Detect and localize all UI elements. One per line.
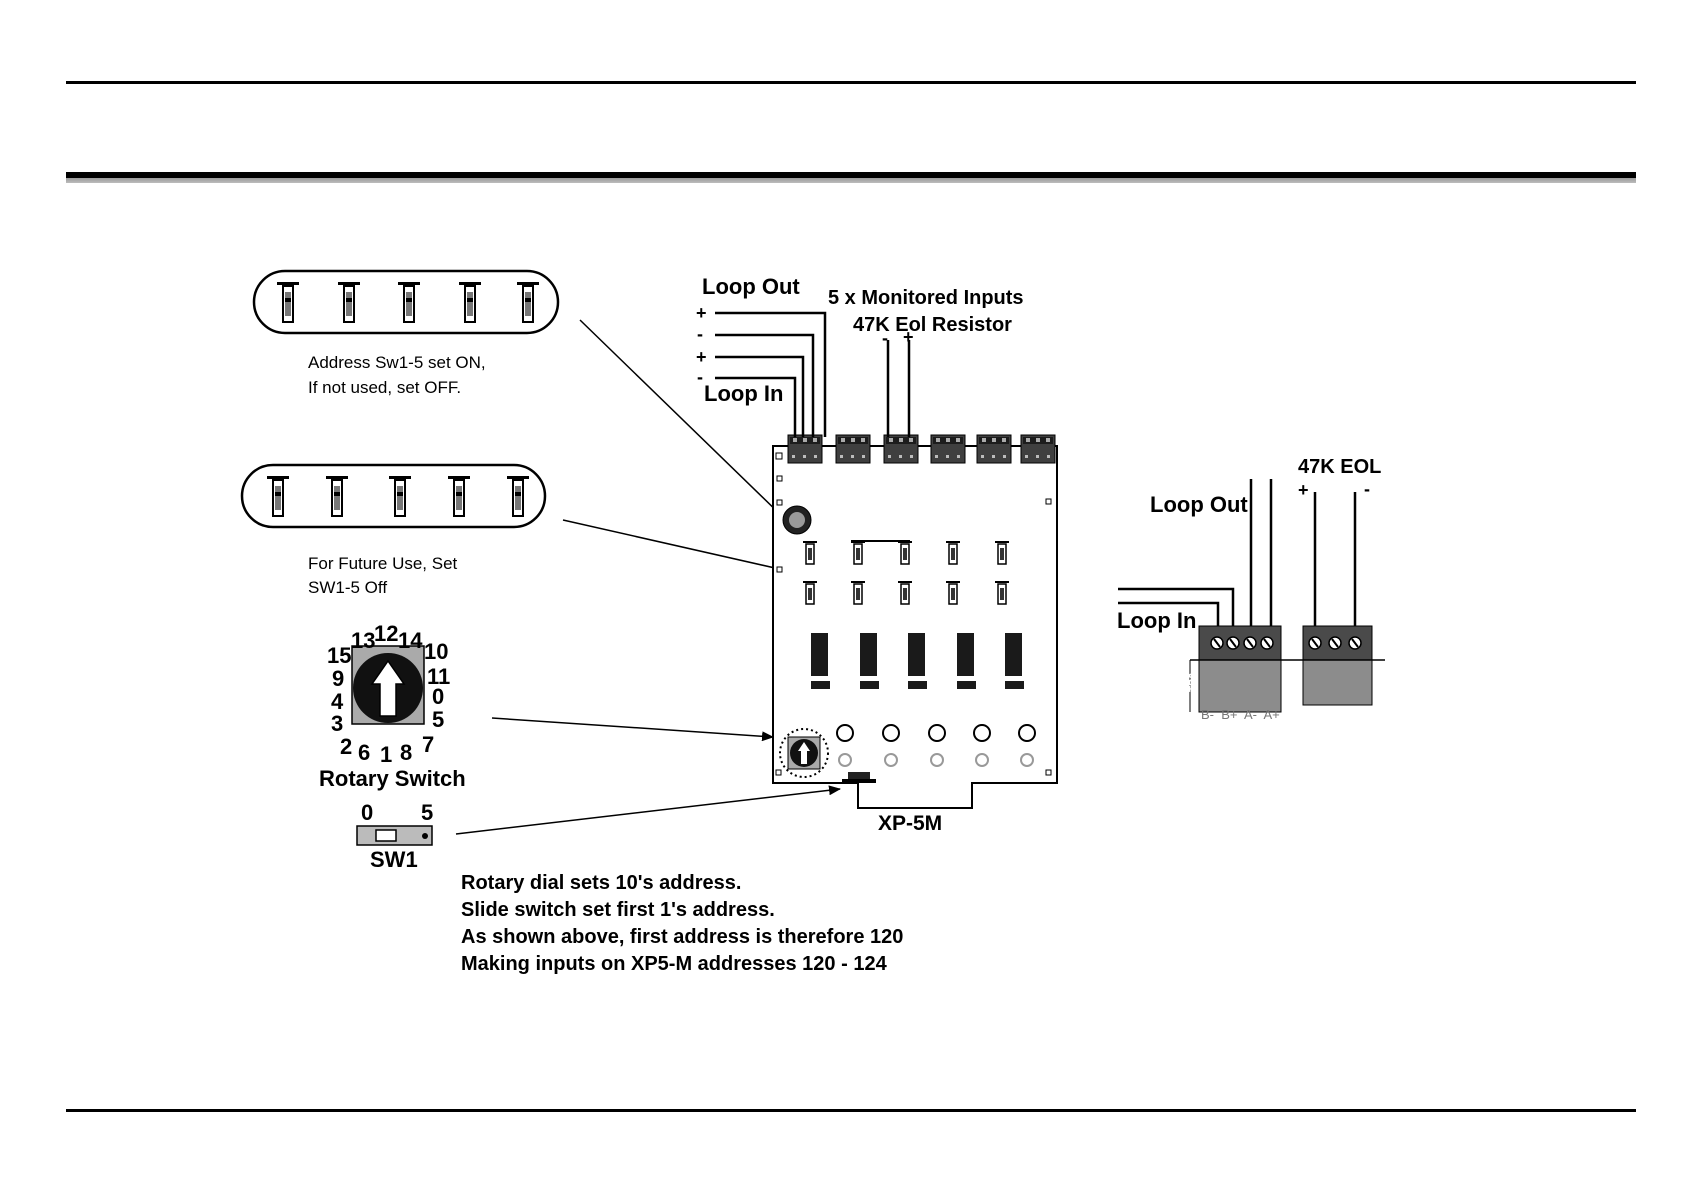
dip-switch-future [240, 463, 547, 529]
tb6-label: TB6 [1188, 673, 1199, 692]
board-loop-out: Loop Out [702, 274, 800, 299]
rotary-switch-label: Rotary Switch [319, 766, 466, 791]
terminal-loop-out: Loop Out [1150, 492, 1248, 517]
rotary-num-10: 10 [424, 639, 448, 664]
rotary-num-4: 4 [331, 689, 344, 714]
eol-plus: + [1298, 480, 1309, 500]
leader-arrow-dip-bottom [562, 519, 798, 576]
terminal-block-6 [1020, 434, 1056, 464]
terminal-block-loop [787, 434, 823, 464]
board-plus-2: + [696, 347, 707, 367]
bottom-rule [66, 1109, 1636, 1112]
terminal-detail: 47K EOL + - Loop Out Loop In [1117, 456, 1385, 722]
header-bar [66, 172, 1636, 183]
slide-switch [356, 825, 433, 846]
tb1-screw-3 [1348, 636, 1362, 650]
board-loop-in: Loop In [704, 381, 783, 406]
board-slide-switch [848, 772, 870, 781]
rotary-num-13: 13 [351, 628, 375, 653]
rotary-num-5: 5 [432, 707, 444, 732]
slide-switch-dot [422, 833, 428, 839]
terminal-block-4 [930, 434, 966, 464]
board-plus-1: + [696, 303, 707, 323]
tb1-label: TB1 [1292, 667, 1303, 686]
rotary-num-6: 6 [358, 740, 370, 765]
rotary-num-1: 1 [380, 742, 392, 767]
board-led-row-2 [838, 753, 1034, 767]
slide-right-label: 5 [421, 800, 433, 825]
tb6-screw-4 [1260, 636, 1274, 650]
xp5m-board [772, 434, 1058, 809]
resistor-minus: - [882, 328, 888, 348]
rotary-num-0: 0 [432, 684, 444, 709]
top-rule [66, 81, 1636, 84]
slide-switch-knob [375, 829, 397, 842]
board-name: XP-5M [878, 812, 942, 835]
leader-arrow-rotary [491, 717, 774, 742]
note-line-1: Rotary dial sets 10's address. [461, 872, 741, 894]
resistor-plus: + [903, 327, 914, 347]
dip-bottom-caption-2: SW1-5 Off [308, 578, 387, 597]
sw1-label: SW1 [370, 847, 418, 872]
eol-wiring [886, 340, 911, 437]
note-line-3: As shown above, first address is therefo… [461, 926, 903, 948]
rotary-num-8: 8 [400, 740, 412, 765]
terminal-block-2 [835, 434, 871, 464]
tb6-screw-3 [1243, 636, 1257, 650]
rotary-num-9: 9 [332, 666, 344, 691]
note-line-4: Making inputs on XP5-M addresses 120 - 1… [461, 953, 888, 975]
leader-arrow-dip-top [579, 319, 787, 521]
rotary-num-12: 12 [374, 621, 398, 646]
board-minus-2: - [697, 367, 703, 387]
board-outline [772, 445, 1058, 809]
rotary-num-14: 14 [398, 628, 423, 653]
rotary-num-11: 11 [427, 664, 450, 689]
slide-left-label: 0 [361, 800, 373, 825]
rotary-num-15: 15 [327, 643, 351, 668]
tb6-screw-2 [1226, 636, 1240, 650]
board-led-row-1 [836, 724, 1036, 742]
note-line-2: Slide switch set first 1's address. [461, 899, 775, 921]
rotary-switch [351, 645, 425, 725]
eol-minus: - [1364, 479, 1370, 499]
terminal-block-5 [976, 434, 1012, 464]
board-rotary [779, 728, 829, 778]
dip-bottom-caption-1: For Future Use, Set [308, 554, 458, 573]
terminal-loop-in: Loop In [1117, 608, 1196, 633]
inputs-title: 5 x Monitored Inputs [828, 287, 1024, 309]
board-minus-1: - [697, 324, 703, 344]
board-components [811, 633, 1024, 689]
tb6-screw-1 [1210, 636, 1224, 650]
rotary-num-7: 7 [422, 732, 434, 757]
dip-switch-outline-2 [240, 463, 547, 529]
dip-top-caption-1: Address Sw1-5 set ON, [308, 353, 486, 372]
loop-wiring [715, 311, 827, 437]
rotary-num-2: 2 [340, 734, 352, 759]
tb1-screw-1 [1308, 636, 1322, 650]
eol-label: 47K EOL [1298, 456, 1381, 478]
tb1-screw-2 [1328, 636, 1342, 650]
arrow-up-icon [370, 659, 406, 717]
dip-top-caption-2: If not used, set OFF. [308, 378, 461, 397]
board-dip-row-1 [802, 540, 1010, 565]
terminal-block-3 [883, 434, 919, 464]
leader-arrow-slide [455, 785, 841, 835]
resistor-title: 47K Eol Resistor [853, 314, 1012, 336]
dip-switch-address [252, 269, 560, 335]
tb6-pin-labels: B- B+ A- A+ [1201, 707, 1280, 722]
rotary-num-3: 3 [331, 711, 343, 736]
